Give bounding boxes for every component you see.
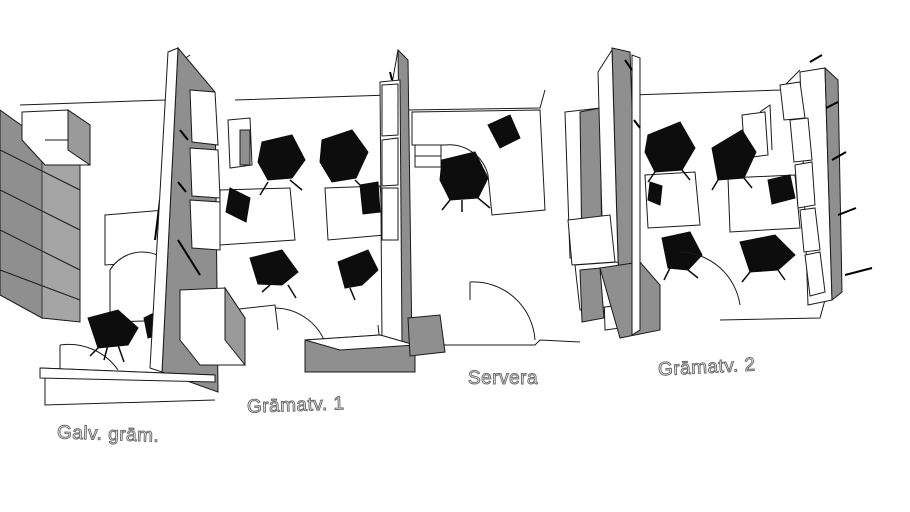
gram1-door-arc: [274, 307, 326, 343]
servera-monitor: [487, 114, 521, 149]
room-label-galv: Galv. grām.: [56, 422, 160, 448]
gram1-chairs: [249, 129, 379, 301]
room-label-gramatv-1: Grāmatv. 1: [246, 393, 345, 418]
servera-chair: [439, 151, 491, 212]
gram2-monitors: [647, 174, 796, 206]
partition-wall-2: [304, 48, 446, 373]
gram2-chairs: [644, 121, 796, 283]
left-cabinet-wall: [0, 109, 91, 323]
galv-chair: [87, 309, 159, 363]
gram2-door-arc: [679, 251, 741, 306]
galv-door-arc: [59, 343, 119, 371]
partition-wall-3: [564, 47, 661, 339]
room-label-servera: Servera: [467, 368, 539, 390]
gram1-desks: [219, 117, 386, 246]
servera-door-arc: [469, 281, 536, 341]
partition-wall-1: [39, 46, 246, 393]
right-cabinet-stack: [759, 54, 873, 306]
